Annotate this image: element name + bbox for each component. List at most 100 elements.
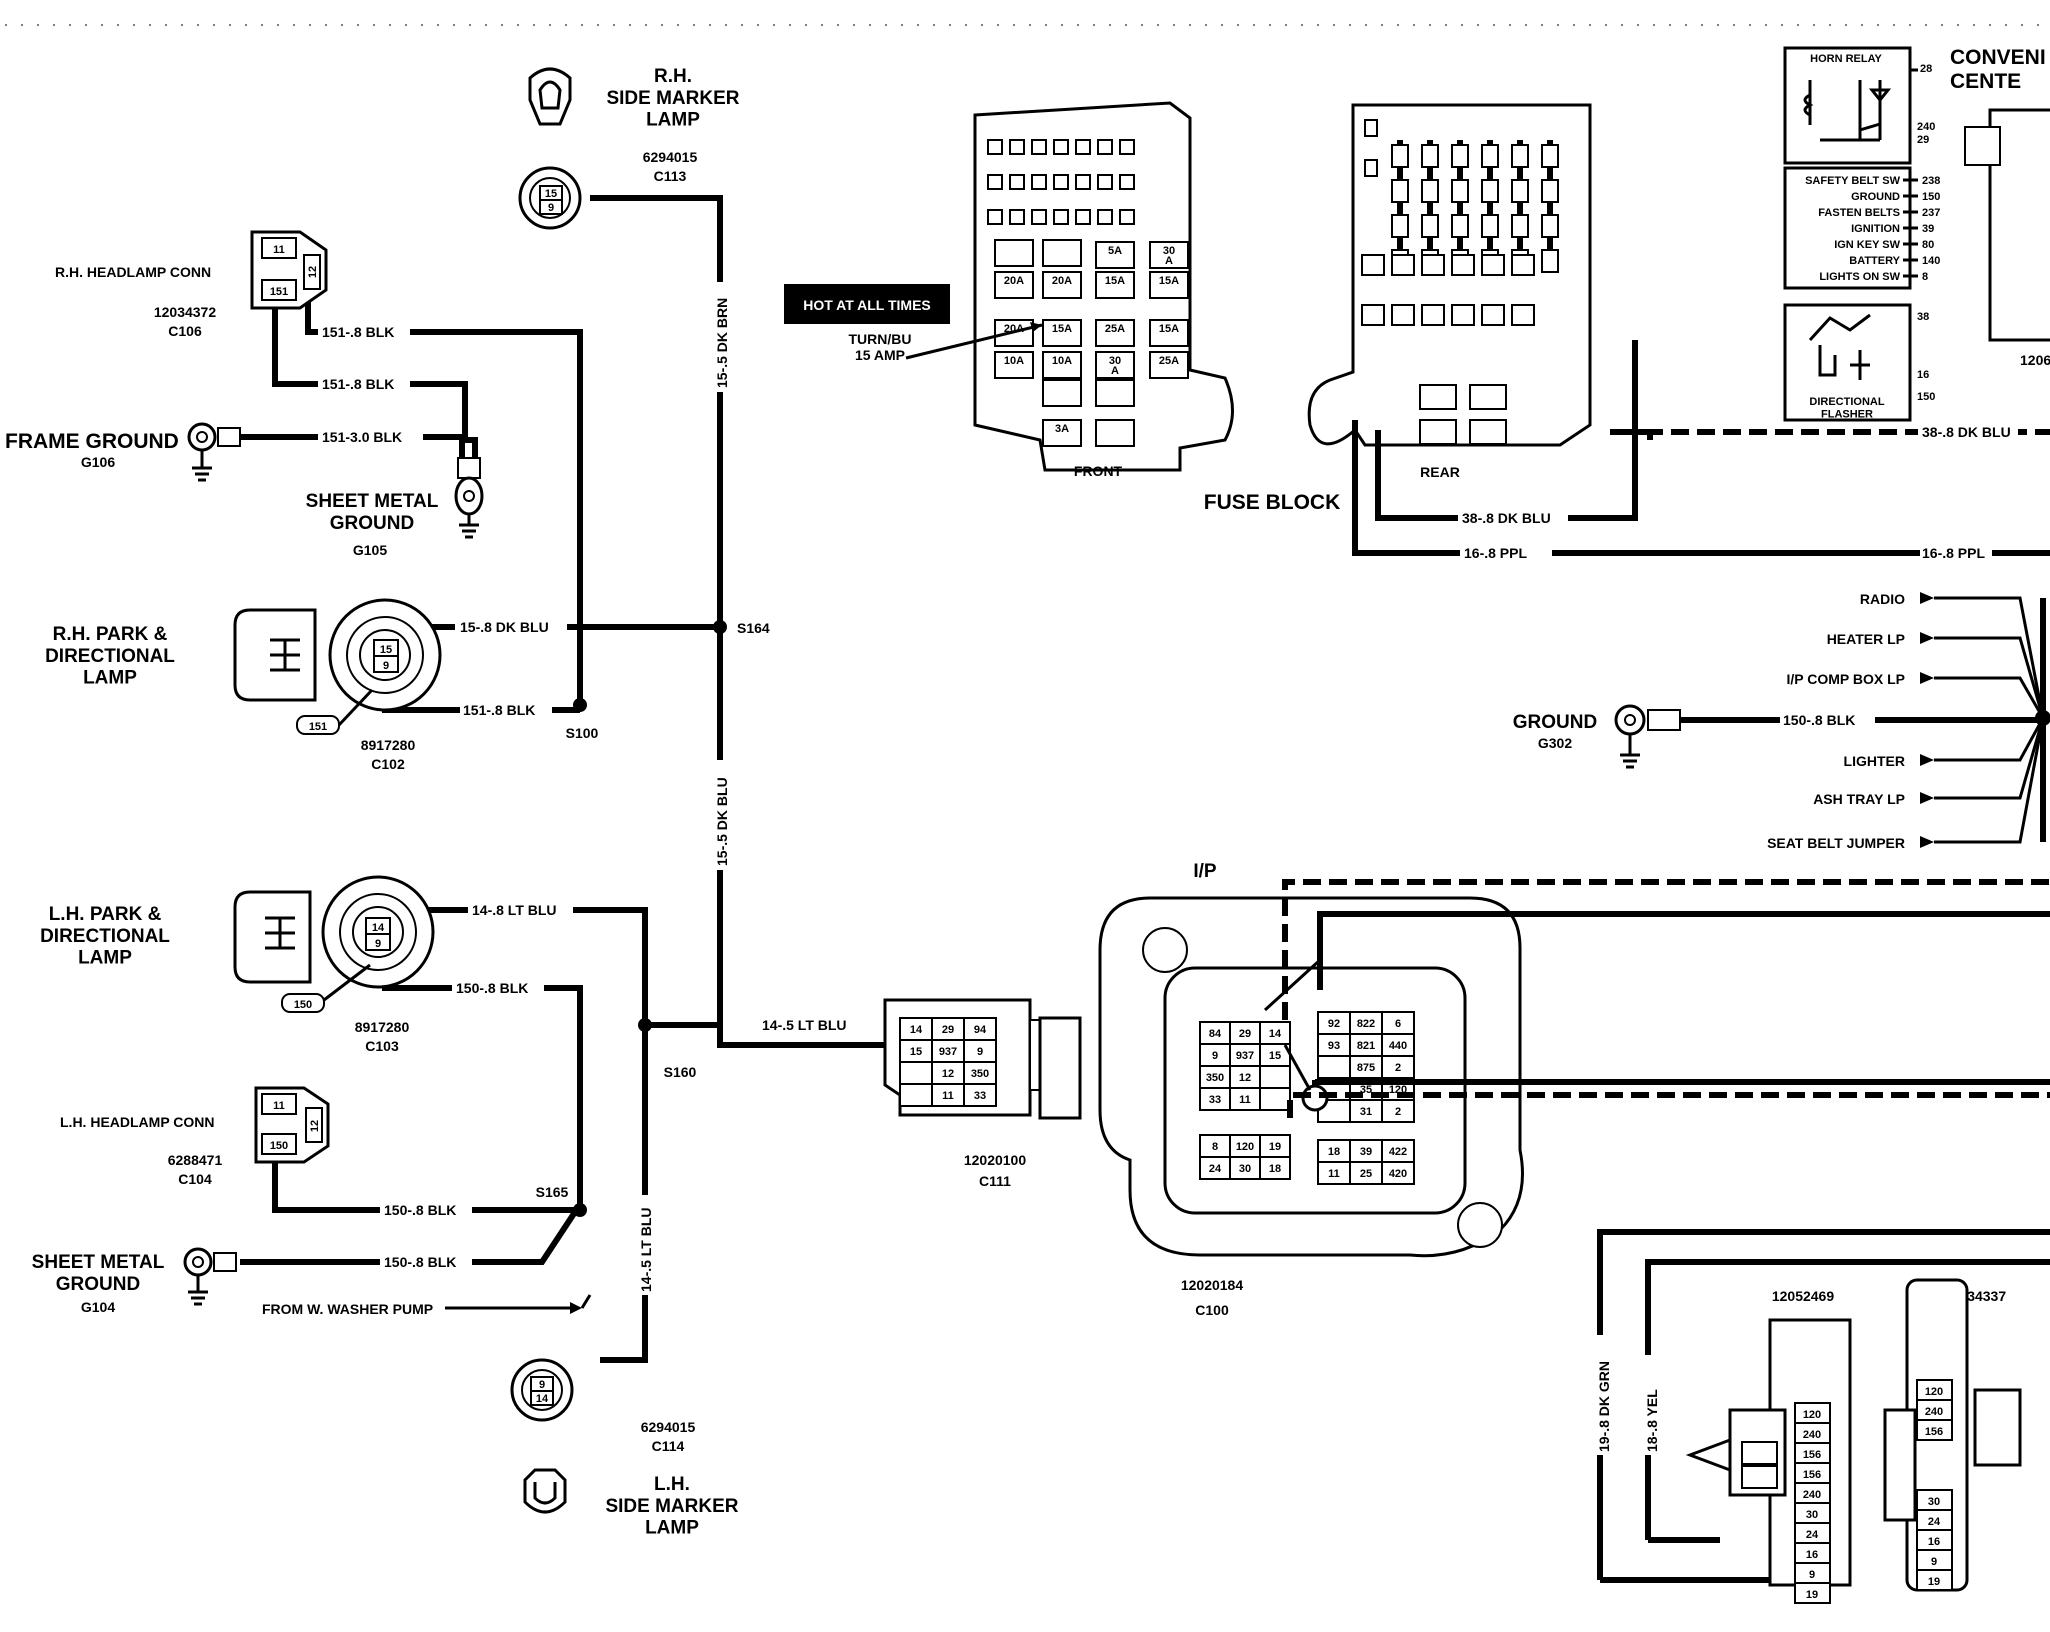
svg-text:HORN RELAY: HORN RELAY xyxy=(1810,53,1882,65)
svg-text:16-.8 PPL: 16-.8 PPL xyxy=(1464,545,1527,561)
fuse-slot-empty xyxy=(994,239,1034,267)
seat-belt-item: IGNITION xyxy=(1851,223,1900,235)
rear-relay-slot xyxy=(1481,144,1499,168)
svg-text:G106: G106 xyxy=(81,454,115,470)
svg-text:G104: G104 xyxy=(81,1299,115,1315)
svg-text:FRONT: FRONT xyxy=(1074,463,1123,479)
svg-text:150: 150 xyxy=(270,1140,288,1152)
pin-label: 350 xyxy=(971,1068,989,1080)
svg-text:16: 16 xyxy=(1917,369,1929,381)
fuse-rating: 15A xyxy=(1159,323,1179,335)
pin-label: 440 xyxy=(1389,1040,1407,1052)
seat-belt-item: IGN KEY SW xyxy=(1834,239,1900,251)
pin-cell xyxy=(899,1083,933,1107)
svg-text:150: 150 xyxy=(294,999,312,1011)
fuse-rating: A xyxy=(1111,365,1119,377)
rear-relay-slot xyxy=(1511,179,1529,203)
fuse-rating: A xyxy=(1165,255,1173,267)
pin-label: 30 xyxy=(1928,1496,1940,1508)
pin-label: 9 xyxy=(1809,1569,1815,1581)
wire-label: 150-.8 BLK xyxy=(384,1254,456,1270)
wire-label: 14-.5 LT BLU xyxy=(638,1207,654,1292)
fuse-slot xyxy=(1031,209,1047,225)
seat-belt-item: GROUND xyxy=(1851,191,1900,203)
pin-label: 350 xyxy=(1206,1072,1224,1084)
svg-text:240: 240 xyxy=(1917,121,1935,133)
pin-cell xyxy=(1916,1419,1953,1441)
rear-fuse xyxy=(1421,304,1445,326)
wire-label: 150-.8 BLK xyxy=(384,1202,456,1218)
pin-label: 11 xyxy=(942,1090,954,1102)
svg-text:38-.8 DK BLU: 38-.8 DK BLU xyxy=(1922,424,2011,440)
svg-text:I/P: I/P xyxy=(1193,861,1217,882)
fuse-slot xyxy=(1031,174,1047,190)
svg-text:C106: C106 xyxy=(168,323,202,339)
fuse-slot xyxy=(1097,139,1113,155)
fuse-slot xyxy=(1053,174,1069,190)
fuse xyxy=(1095,351,1135,379)
fuse-slot xyxy=(987,139,1003,155)
splice-s160 xyxy=(638,1018,652,1032)
splice-s165 xyxy=(573,1203,587,1217)
pin-label: 9 xyxy=(977,1046,983,1058)
rear-fuse xyxy=(1451,304,1475,326)
rear-relay-slot xyxy=(1511,214,1529,238)
pin-cell xyxy=(1381,1161,1415,1185)
wire-label: 151-.8 BLK xyxy=(322,376,394,392)
rear-fuse xyxy=(1361,304,1385,326)
rear-relay-slot xyxy=(1391,214,1409,238)
rear-fuse xyxy=(1391,254,1415,276)
ip-branch-label: SEAT BELT JUMPER xyxy=(1767,835,1905,851)
fuse xyxy=(1042,419,1082,447)
svg-text:9: 9 xyxy=(383,660,389,672)
fuse xyxy=(1149,241,1189,269)
pin-label: 156 xyxy=(1803,1449,1821,1461)
pin-label: 120 xyxy=(1925,1386,1943,1398)
ip-branch-label: LIGHTER xyxy=(1844,753,1905,769)
svg-text:150: 150 xyxy=(1917,391,1935,403)
fuse-slot xyxy=(1031,139,1047,155)
svg-text:6294015: 6294015 xyxy=(643,149,698,165)
seat-belt-item: LIGHTS ON SW xyxy=(1819,271,1900,283)
svg-text:FRAME GROUND: FRAME GROUND xyxy=(5,430,179,453)
pin-label: 84 xyxy=(1209,1028,1222,1040)
pin-label: 92 xyxy=(1328,1018,1340,1030)
pin-label: 11 xyxy=(1328,1168,1340,1180)
fuse xyxy=(1149,319,1189,347)
fuse xyxy=(1095,241,1135,269)
fuse-slot-empty xyxy=(1042,379,1082,407)
seat-belt-pin: 39 xyxy=(1922,223,1934,235)
pin-label: 14 xyxy=(1269,1028,1282,1040)
svg-text:HOT AT ALL TIMES: HOT AT ALL TIMES xyxy=(803,297,931,313)
bottom-right-connectors: 19-.8 DK GRN 18-.8 YEL 12052469 12024015… xyxy=(1592,1229,2050,1604)
svg-text:C111: C111 xyxy=(979,1173,1011,1189)
pin-label: 14 xyxy=(910,1024,923,1036)
svg-text:12: 12 xyxy=(309,1120,321,1132)
svg-text:6294015: 6294015 xyxy=(641,1419,696,1435)
rear-relay-slot xyxy=(1481,214,1499,238)
svg-text:9: 9 xyxy=(548,202,554,214)
pin-label: 15 xyxy=(910,1046,922,1058)
svg-text:15: 15 xyxy=(380,644,392,656)
fuse-slot xyxy=(1009,139,1025,155)
pin-label: 30 xyxy=(1806,1509,1818,1521)
rear-fuse xyxy=(1451,254,1475,276)
seat-belt-pin: 237 xyxy=(1922,207,1940,219)
rear-relay-slot xyxy=(1391,144,1409,168)
frame-ground: FRAME GROUND G106 xyxy=(5,422,241,482)
rear-fuse-slot xyxy=(1419,419,1457,445)
pin-label: 821 xyxy=(1357,1040,1375,1052)
pin-label: 156 xyxy=(1925,1426,1943,1438)
svg-text:8917280: 8917280 xyxy=(355,1019,410,1035)
svg-text:REAR: REAR xyxy=(1420,464,1460,480)
wire-label: 15-.5 DK BRN xyxy=(714,298,730,388)
pin-label: 94 xyxy=(974,1024,987,1036)
svg-text:G105: G105 xyxy=(353,542,387,558)
pin-label: 39 xyxy=(1360,1146,1372,1158)
svg-text:38-.8 DK BLU: 38-.8 DK BLU xyxy=(1462,510,1551,526)
